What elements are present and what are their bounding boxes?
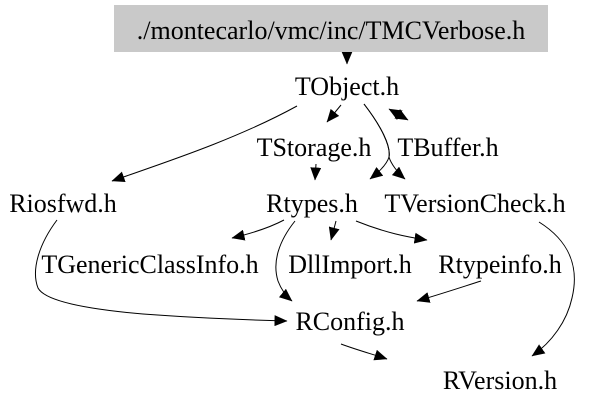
edge-TObject_h-to-TVersionCheck_h — [363, 103, 406, 180]
node-label-Rtypeinfo_h[interactable]: Rtypeinfo.h — [438, 250, 562, 279]
edge-Rtypes_h-to-Rtypeinfo_h — [355, 220, 428, 244]
node-label-DllImport_h[interactable]: DllImport.h — [288, 250, 412, 279]
node-label-TVersionCheck_h[interactable]: TVersionCheck.h — [384, 189, 565, 218]
node-label-TStorage_h[interactable]: TStorage.h — [257, 133, 372, 162]
edge-TVersionCheck_h-to-RVersion_h — [531, 221, 575, 357]
edge-Riosfwd_h-to-RConfig_h — [35, 219, 288, 327]
edge-Rtypes_h-to-DllImport_h — [328, 220, 340, 241]
edge-TStorage_h-to-Rtypes_h — [310, 163, 322, 181]
edge-TObject_h-to-Riosfwd_h — [111, 105, 298, 183]
edge-Rtypes_h-to-TGenericClassInfo_h — [231, 219, 285, 241]
node-label-RVersion_h[interactable]: RVersion.h — [443, 366, 557, 395]
node-label-RConfig_h[interactable]: RConfig.h — [295, 307, 404, 336]
node-label-TMCVerbose_h: ./montecarlo/vmc/inc/TMCVerbose.h — [137, 16, 525, 45]
node-label-Riosfwd_h[interactable]: Riosfwd.h — [9, 189, 117, 218]
edge-RConfig_h-to-RVersion_h — [340, 343, 388, 361]
edge-Rtypes_h-to-RConfig_h — [275, 220, 296, 302]
node-label-TGenericClassInfo_h[interactable]: TGenericClassInfo.h — [41, 250, 258, 279]
edge-TObject_h-to-TStorage_h — [326, 104, 342, 123]
node-label-Rtypes_h[interactable]: Rtypes.h — [266, 189, 358, 218]
node-label-TBuffer_h[interactable]: TBuffer.h — [397, 133, 498, 162]
node-label-TObject_h[interactable]: TObject.h — [295, 72, 399, 101]
root-node-box — [114, 5, 548, 52]
edge-TObject_h-to-TBuffer_h — [388, 108, 409, 121]
edge-Rtypeinfo_h-to-RConfig_h — [416, 280, 482, 303]
